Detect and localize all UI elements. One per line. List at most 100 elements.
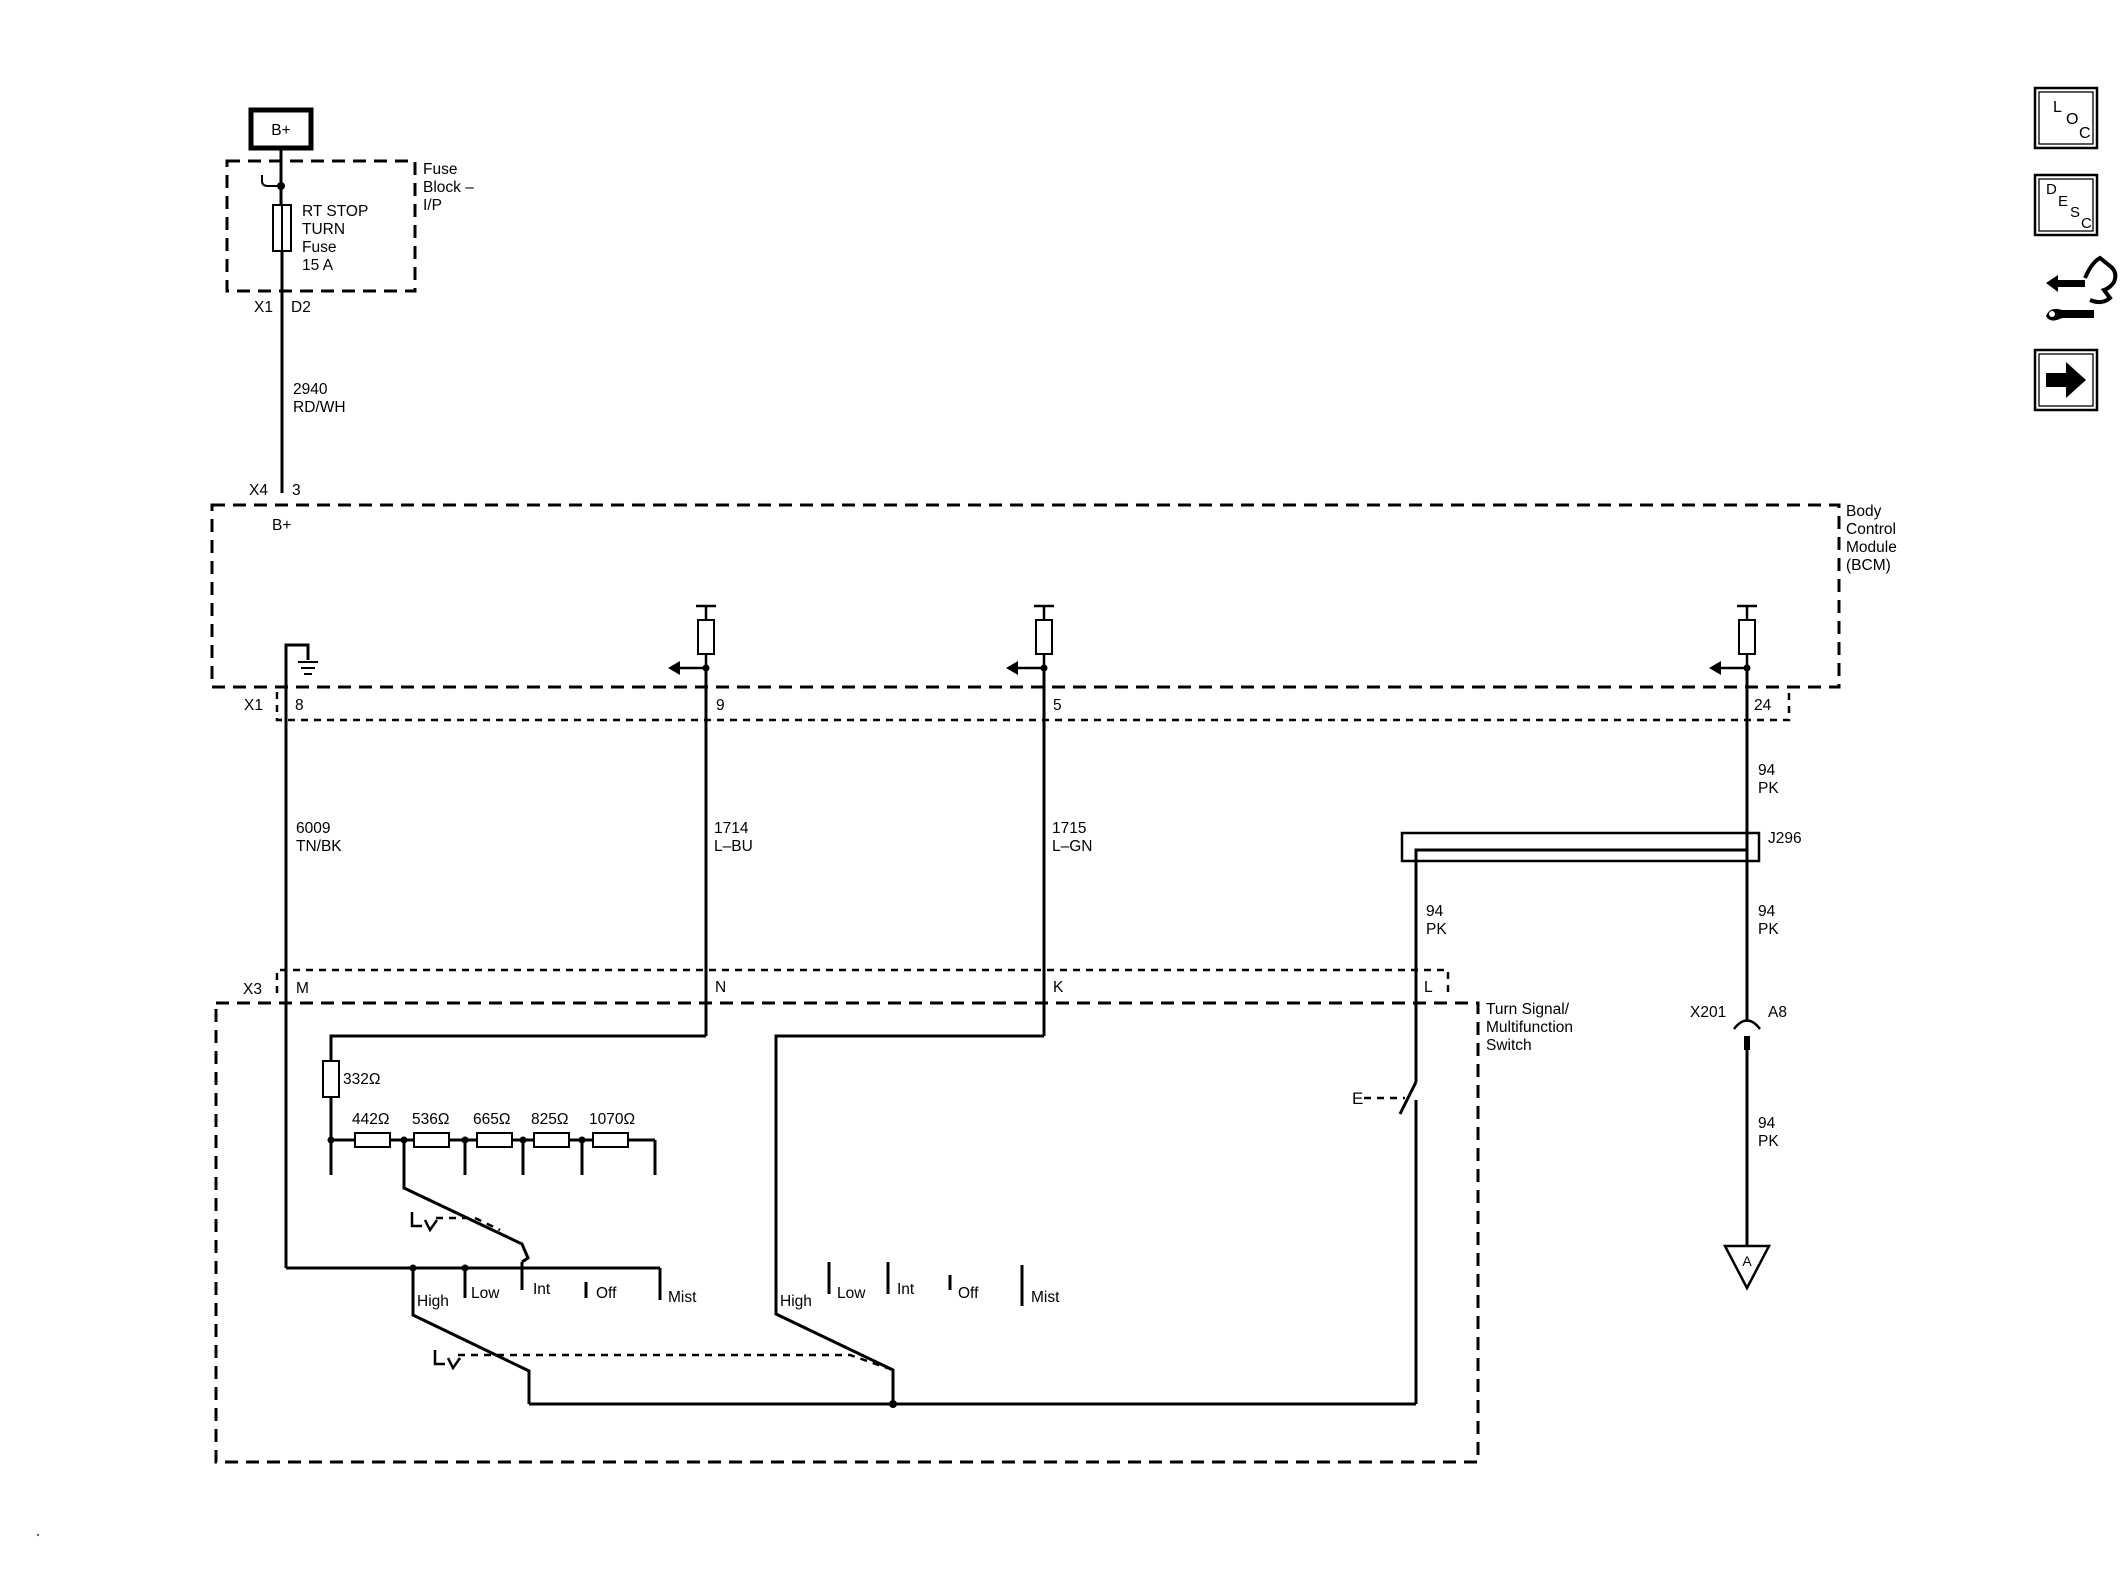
description-button[interactable]: D E S C [2033, 173, 2099, 237]
switch-x3-pin-m: M [296, 980, 309, 997]
right-arrow-icon [2046, 362, 2086, 398]
wiper2-mist: Mist [1031, 1289, 1060, 1306]
battery-power-source: B+ [248, 107, 314, 151]
x201-connector-id: X201 [1690, 1004, 1726, 1021]
description-button-d: D [2046, 181, 2057, 198]
wiper-positions-1: High Low Int Off Mist [417, 1281, 697, 1310]
x201-connector-pin: A8 [1768, 1004, 1787, 1021]
fuse-block-label-3: I/P [423, 197, 442, 214]
wiper1-low: Low [471, 1285, 500, 1302]
location-button-o: O [2066, 111, 2078, 128]
wire-94-color-c: PK [1758, 921, 1779, 938]
resistor-1070-label: 1070Ω [589, 1111, 635, 1128]
fuse-block-label-1: Fuse [423, 161, 457, 178]
resistor-825-label: 825Ω [531, 1111, 568, 1128]
fuse-block-label-2: Block – [423, 179, 474, 196]
location-button-c: C [2079, 125, 2091, 142]
wire-6009-color: TN/BK [296, 838, 342, 855]
splice-j296-label: J296 [1768, 830, 1802, 847]
wiper1-mist: Mist [668, 1289, 697, 1306]
fuse-label-3: Fuse [302, 239, 336, 256]
resistor-665 [476, 1132, 513, 1148]
resistor-332 [322, 1060, 340, 1098]
fuse-connector-pin: D2 [291, 299, 311, 316]
wire-2940-color: RD/WH [293, 399, 346, 416]
fuse-connector-id: X1 [254, 299, 273, 316]
resistor-536 [413, 1132, 450, 1148]
description-button-s: S [2070, 204, 2080, 221]
fuse-block: Fuse Block – I/P [225, 159, 474, 293]
bcm-label-4: (BCM) [1846, 557, 1891, 574]
switch-x3-pin-l: L [1424, 979, 1433, 996]
wire-6009-circuit: 6009 [296, 820, 330, 837]
bcm-label-3: Module [1846, 539, 1897, 556]
bcm-label-1: Body [1846, 503, 1882, 520]
resistor-825 [533, 1132, 570, 1148]
turn-signal-multifunction-switch: Turn Signal/ Multifunction Switch [214, 1001, 1573, 1464]
wire-1715-color: L–GN [1052, 838, 1093, 855]
bcm-x1-id: X1 [244, 697, 263, 714]
location-button-l: L [2053, 99, 2062, 116]
bcm-pullup-9 [668, 604, 716, 675]
bcm-pullup-5 [1006, 604, 1054, 675]
body-control-module: Body Control Module (BCM) [210, 503, 1897, 689]
wire-1715-circuit: 1715 [1052, 820, 1086, 837]
wiper1-int: Int [533, 1281, 551, 1298]
wiper-positions-2: High Low Int Off Mist [780, 1281, 1060, 1310]
bcm-x1-connector: X1 8 9 5 24 [244, 692, 1791, 722]
connector-tools-icon[interactable] [2046, 255, 2118, 321]
resistor-1070 [592, 1132, 629, 1148]
bcm-x1-pin-9: 9 [716, 697, 725, 714]
bcm-x4-pin: 3 [292, 482, 301, 499]
wire-94-circuit-b: 94 [1426, 903, 1444, 920]
washer-switch: E [1352, 1070, 1419, 1130]
location-button[interactable]: L O C [2033, 86, 2099, 150]
switch-label-2: Multifunction [1486, 1019, 1573, 1036]
wire-94-color-a: PK [1758, 780, 1779, 797]
resistor-332-label: 332Ω [343, 1071, 380, 1088]
description-button-e: E [2058, 193, 2068, 210]
fuse-rt-stop-turn [272, 204, 292, 252]
washer-switch-label: E [1352, 1089, 1363, 1108]
wire-94-color-d: PK [1758, 1133, 1779, 1150]
resistor-665-label: 665Ω [473, 1111, 510, 1128]
switch-label-3: Switch [1486, 1037, 1532, 1054]
bcm-pullup-24 [1709, 604, 1757, 675]
wire-94-circuit-a: 94 [1758, 762, 1776, 779]
bcm-label-2: Control [1846, 521, 1896, 538]
wire-94-circuit-c: 94 [1758, 903, 1776, 920]
resistor-536-label: 536Ω [412, 1111, 449, 1128]
switch-x3-pin-n: N [715, 979, 726, 996]
switch-x3-connector: X3 M N K L [243, 968, 1450, 998]
fuse-label-4: 15 A [302, 257, 334, 274]
ground-reference-a: A [1722, 1244, 1772, 1291]
switch-x3-pin-k: K [1053, 979, 1064, 996]
switch-label-1: Turn Signal/ [1486, 1001, 1570, 1018]
description-button-c: C [2081, 215, 2092, 232]
fuse-label-1: RT STOP [302, 203, 368, 220]
resistor-442 [354, 1132, 391, 1148]
wire-1714-color: L–BU [714, 838, 753, 855]
bcm-ground-symbol [284, 643, 318, 720]
switch-x3-id: X3 [243, 981, 262, 998]
bcm-x1-pin-8: 8 [295, 697, 304, 714]
next-arrow-button[interactable] [2033, 348, 2099, 412]
bcm-x1-pin-5: 5 [1053, 697, 1062, 714]
wiper2-int: Int [897, 1281, 915, 1298]
bcm-x1-pin-24: 24 [1754, 697, 1772, 714]
wiper2-off: Off [958, 1285, 979, 1302]
wire-94-circuit-d: 94 [1758, 1115, 1776, 1132]
bplus-label: B+ [271, 122, 290, 139]
wiper2-low: Low [837, 1285, 866, 1302]
resistor-442-label: 442Ω [352, 1111, 389, 1128]
wiper2-high: High [780, 1293, 812, 1310]
bcm-x4-connector: X4 [249, 482, 268, 499]
wire-1714-circuit: 1714 [714, 820, 749, 837]
wire-2940-circuit: 2940 [293, 381, 328, 398]
wiper1-high: High [417, 1293, 449, 1310]
wire-94-color-b: PK [1426, 921, 1447, 938]
splice-j296: J296 [1400, 830, 1802, 1404]
inline-connector-x201: X201 A8 [1690, 1004, 1787, 1050]
bcm-bplus-input: B+ [272, 517, 291, 534]
